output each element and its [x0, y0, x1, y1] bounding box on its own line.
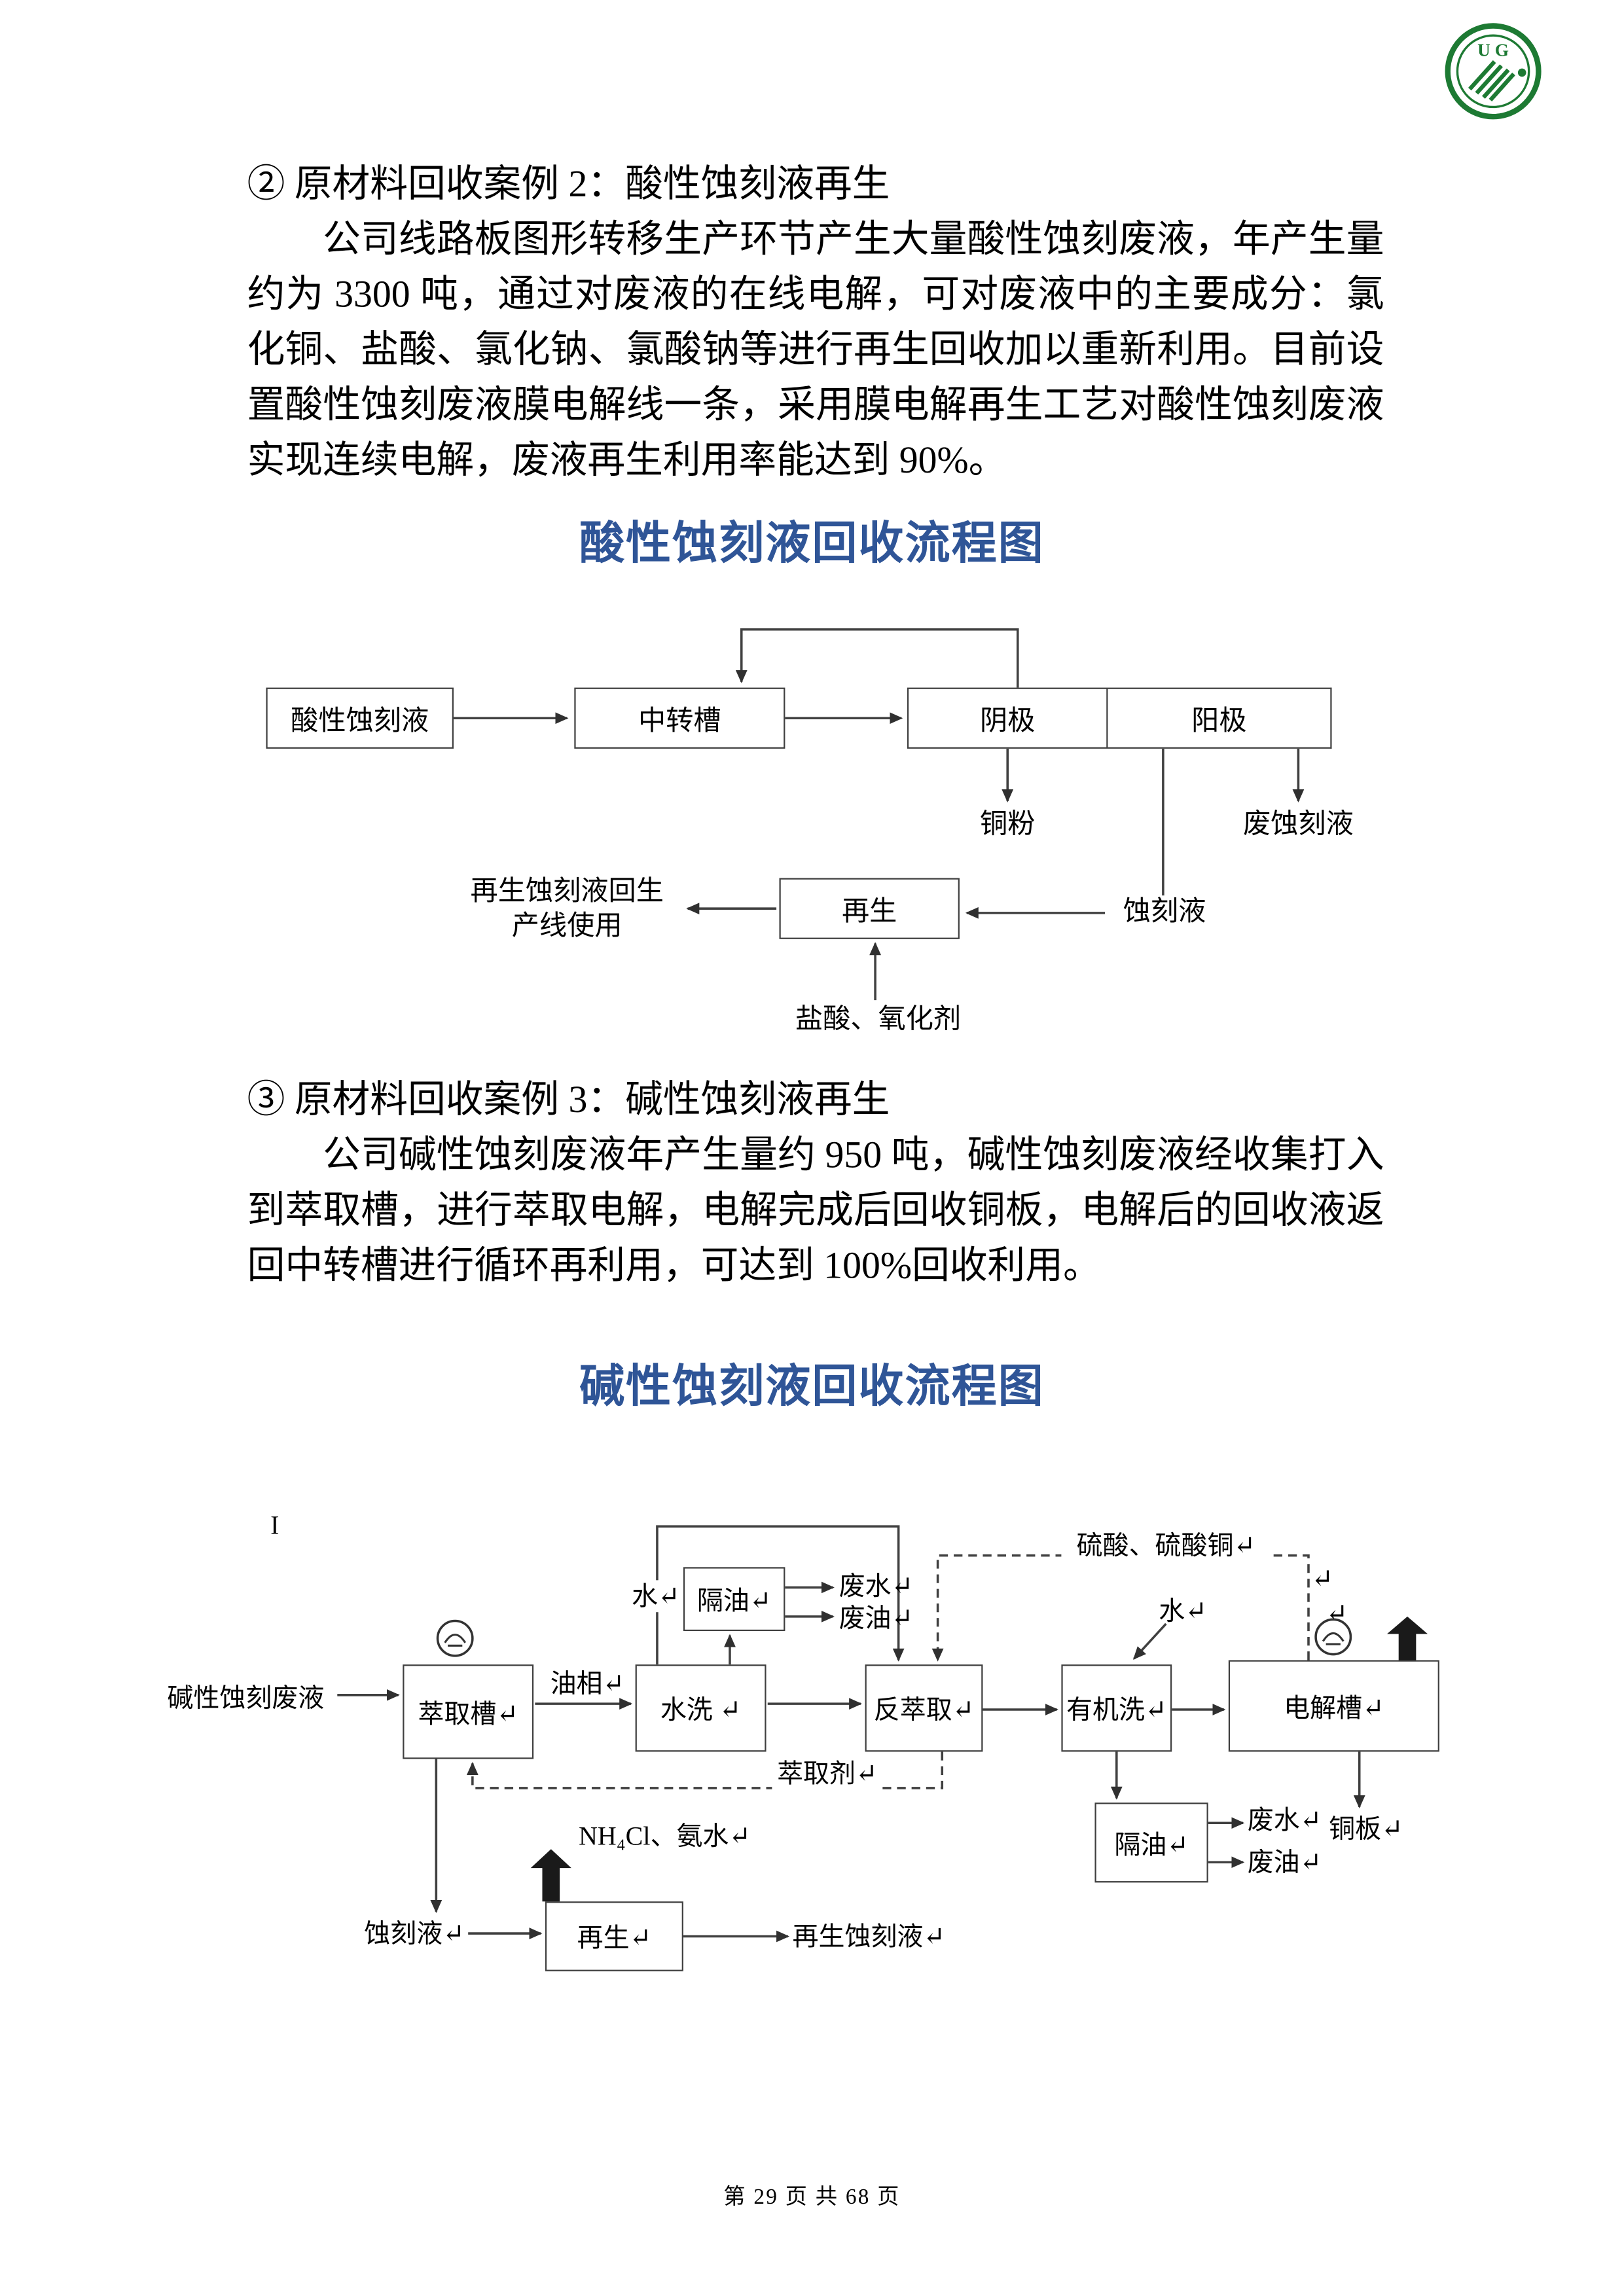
- flow2-box-extraction-tank: 萃取槽↵: [403, 1664, 534, 1759]
- flow1-box-cathode: 阴极: [907, 687, 1108, 749]
- flow1-box-regeneration: 再生: [779, 878, 960, 939]
- flow1-box-acid-etchant: 酸性蚀刻液: [266, 687, 454, 749]
- flow2-label-copper-plate: 铜板↵: [1329, 1814, 1403, 1844]
- flow2-box-oil-separator-bottom: 隔油↵: [1094, 1803, 1208, 1883]
- flow2-stray-return-mark: ↵: [1311, 1564, 1333, 1594]
- flow2-stray-cursor-mark: I: [270, 1510, 280, 1540]
- flow2-label-oil-phase: 油相↵: [550, 1668, 625, 1698]
- paragraph-line: 实现连续电解，废液再生利用率能达到 90%。: [247, 439, 1007, 482]
- paragraph-line: 化铜、盐酸、氯化钠、氯酸钠等进行再生回收加以重新利用。目前设: [247, 328, 1384, 371]
- pump-icon: [1314, 1618, 1352, 1656]
- flow2-box-regeneration: 再生↵: [545, 1901, 683, 1971]
- flow2-label-waste-oil-bottom: 废油↵: [1247, 1848, 1322, 1877]
- flow1-label-waste-etchant: 废蚀刻液: [1243, 810, 1354, 840]
- chart-2-title: 碱性蚀刻液回收流程图: [579, 1360, 1045, 1412]
- flow2-box-oil-separator-top: 隔油↵: [683, 1567, 785, 1632]
- section-3-heading: ③ 原材料回收案例 3：碱性蚀刻液再生: [247, 1079, 890, 1121]
- section-2-paragraph: 公司线路板图形转移生产环节产生大量酸性蚀刻废液，年产生量 约为 3300 吨，通…: [247, 212, 1384, 488]
- flow1-label-return-line-2: 产线使用: [511, 911, 623, 942]
- exhaust-arrow-icon: [530, 1849, 571, 1902]
- flow2-label-waste-water-bottom: 废水↵: [1247, 1805, 1322, 1835]
- flow2-label-waste-water-top: 废水↵: [839, 1571, 914, 1601]
- paragraph-line: 公司线路板图形转移生产环节产生大量酸性蚀刻废液，年产生量: [323, 218, 1384, 260]
- flow2-label-waste-oil-top: 废油↵: [839, 1603, 914, 1633]
- flow1-connectors: [453, 628, 1305, 1001]
- page-footer: 第 29 页 共 68 页: [723, 2186, 901, 2210]
- paragraph-line: 回中转槽进行循环再利用，可达到 100%回收利用。: [247, 1244, 1101, 1287]
- paragraph-line: 约为 3300 吨，通过对废液的在线电解，可对废液中的主要成分：氯: [247, 273, 1384, 315]
- flow1-label-etchant: 蚀刻液: [1108, 895, 1221, 931]
- flow1-box-anode: 阳极: [1108, 687, 1332, 749]
- section-3-paragraph: 公司碱性蚀刻废液年产生量约 950 吨，碱性蚀刻废液经收集打入 到萃取槽，进行萃…: [247, 1128, 1384, 1294]
- flow2-label-water-right: 水↵: [1159, 1596, 1207, 1626]
- pump-icon: [436, 1619, 474, 1657]
- flow1-box-transfer-tank: 中转槽: [574, 687, 785, 749]
- chart-1-title: 酸性蚀刻液回收流程图: [579, 517, 1045, 569]
- logo-hatch-lines: [1468, 60, 1515, 102]
- flow2-label-water-top: 水↵: [630, 1580, 681, 1613]
- ug-logo: U G: [1445, 23, 1542, 120]
- logo-dot: [1517, 68, 1526, 77]
- flow1-label-return-line-1: 再生蚀刻液回生: [470, 876, 664, 907]
- paragraph-line: 公司碱性蚀刻废液年产生量约 950 吨，碱性蚀刻废液经收集打入: [323, 1134, 1384, 1176]
- flow2-label-sulfuric-acid: 硫酸、硫酸铜↵: [1061, 1529, 1271, 1562]
- flow2-box-electrolysis-tank: 电解槽↵: [1228, 1660, 1439, 1752]
- logo-text: U G: [1477, 41, 1509, 60]
- flow2-label-regen-etchant: 再生蚀刻液↵: [792, 1922, 945, 1951]
- flow2-label-alkaline-waste: 碱性蚀刻废液: [167, 1683, 325, 1713]
- paragraph-line: 到萃取槽，进行萃取电解，电解完成后回收铜板，电解后的回收液返: [247, 1189, 1384, 1232]
- flow2-connectors-dashed: [466, 1554, 1310, 1789]
- flow1-label-acid-oxidant: 盐酸、氧化剂: [795, 1004, 962, 1035]
- flow1-label-return-to-line: 再生蚀刻液回生 产线使用: [454, 875, 680, 945]
- exhaust-arrow-icon: [1386, 1616, 1428, 1660]
- flow2-box-organic-wash: 有机洗↵: [1061, 1664, 1172, 1752]
- section-2-heading: ② 原材料回收案例 2：酸性蚀刻液再生: [247, 162, 890, 206]
- flow2-label-etchant: 蚀刻液↵: [364, 1918, 465, 1948]
- flow2-label-extractant: 萃取剂↵: [772, 1757, 883, 1790]
- paragraph-line: 置酸性蚀刻废液膜电解线一条，采用膜电解再生工艺对酸性蚀刻废液: [247, 384, 1384, 426]
- flow2-label-nh4cl-ammonia: NH₄Cl、氨水↵: [578, 1821, 751, 1851]
- flow2-box-stripping: 反萃取↵: [865, 1664, 983, 1752]
- flow2-box-water-wash: 水洗 ↵: [635, 1664, 767, 1752]
- flow1-label-copper-powder: 铜粉: [979, 810, 1036, 840]
